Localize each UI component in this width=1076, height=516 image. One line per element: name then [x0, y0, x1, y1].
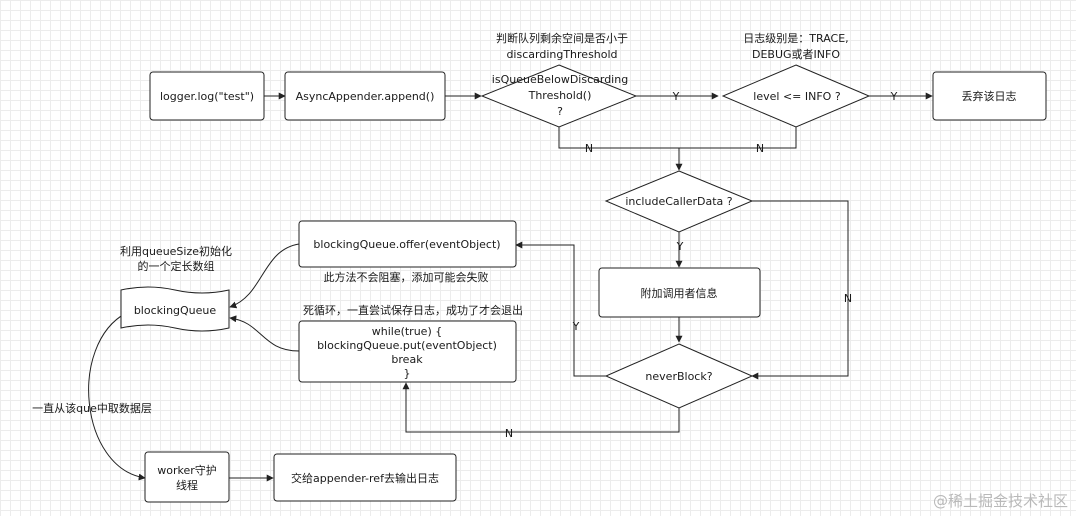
edge-label-level-no: N	[756, 142, 764, 155]
node-appender-ref-label: 交给appender-ref去输出日志	[291, 471, 439, 485]
node-put-line-2: blockingQueue.put(eventObject)	[317, 339, 497, 352]
node-put-line-1: while(true) {	[372, 325, 443, 338]
node-worker: worker守护 线程	[144, 451, 230, 503]
node-attach-caller-label: 附加调用者信息	[641, 286, 718, 300]
node-queue-check: isQueueBelowDiscarding Threshold() ?	[480, 64, 638, 128]
edge-label-caller-no: N	[844, 292, 852, 305]
node-level-check-label: level <= INFO ?	[753, 90, 841, 103]
edge-include-caller-no	[751, 200, 849, 380]
edge-label-queue-yes: Y	[672, 90, 680, 103]
node-offer-label: blockingQueue.offer(eventObject)	[313, 238, 500, 251]
node-worker-line-2: 线程	[176, 478, 198, 492]
edge-label-never-block-yes: Y	[572, 320, 580, 333]
queue-note-line-2: 的一个定长数组	[138, 259, 215, 273]
node-worker-line-1: worker守护	[157, 463, 217, 477]
edge-level-no	[679, 127, 797, 149]
edge-label-never-block-no: N	[505, 427, 513, 440]
edge-label-queue-no: N	[585, 142, 593, 155]
queue-check-note-line-1: 判断队列剩余空间是否小于	[496, 31, 628, 45]
level-note-line-1: 日志级别是：TRACE,	[743, 32, 848, 45]
level-note-line-2: DEBUG或者INFO	[752, 48, 840, 61]
queue-check-note-line-2: discardingThreshold	[506, 48, 617, 61]
edge-never-block-yes	[515, 241, 606, 377]
put-note: 死循环，一直尝试保存日志，成功了才会退出	[303, 303, 523, 317]
node-discard: 丢弃该日志	[932, 71, 1047, 121]
node-queue-check-line-2: Threshold()	[528, 89, 592, 102]
node-never-block: neverBlock?	[604, 343, 754, 409]
node-logger-log-label: logger.log("test")	[160, 90, 254, 103]
node-offer: blockingQueue.offer(eventObject)	[298, 220, 517, 268]
node-blocking-queue: blockingQueue	[120, 286, 230, 332]
watermark: @稀土掘金技术社区	[933, 492, 1068, 510]
edge-label-caller-yes: Y	[676, 240, 684, 253]
edge-never-block-no	[402, 382, 680, 433]
node-appender-ref: 交给appender-ref去输出日志	[273, 453, 457, 502]
node-never-block-label: neverBlock?	[645, 370, 712, 383]
node-queue-check-line-1: isQueueBelowDiscarding	[492, 73, 628, 86]
node-blocking-queue-label: blockingQueue	[134, 304, 217, 317]
worker-note: 一直从该que中取数据层	[32, 401, 152, 415]
node-put: while(true) { blockingQueue.put(eventObj…	[298, 320, 517, 383]
offer-note: 此方法不会阻塞，添加可能会失败	[324, 270, 489, 284]
queue-note-line-1: 利用queueSize初始化	[120, 244, 232, 258]
node-include-caller-label: includeCallerData ?	[625, 195, 732, 208]
edge-queue-check-no	[558, 127, 679, 149]
edge-queue-to-worker	[88, 312, 146, 481]
edge-offer-to-queue	[229, 243, 300, 309]
node-include-caller: includeCallerData ?	[604, 170, 754, 233]
node-level-check: level <= INFO ?	[721, 64, 871, 128]
node-attach-caller: 附加调用者信息	[598, 267, 761, 318]
node-put-line-4: }	[404, 367, 411, 380]
node-put-line-3: break	[391, 353, 423, 366]
node-logger-log: logger.log("test")	[149, 71, 265, 121]
node-discard-label: 丢弃该日志	[962, 89, 1017, 103]
edge-label-level-yes: Y	[890, 90, 898, 103]
edge-put-to-queue	[229, 315, 300, 352]
node-queue-check-line-3: ?	[557, 105, 563, 118]
node-async-append-label: AsyncAppender.append()	[296, 90, 435, 103]
node-async-append: AsyncAppender.append()	[284, 71, 446, 121]
